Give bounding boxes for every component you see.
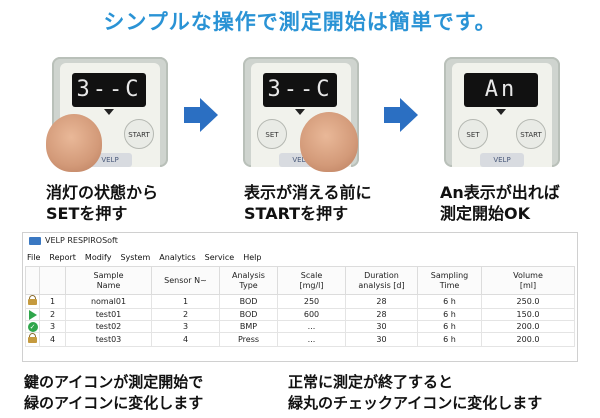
note-lock-icon: 鍵のアイコンが測定開始で 緑のアイコンに変化します [24,372,203,414]
device-panel-3: An SET START VELP [444,57,560,167]
caption-line: 測定開始OK [440,204,531,223]
start-button[interactable]: START [124,119,154,149]
window-title: VELP RESPIROSoft [45,236,118,245]
play-icon [28,309,37,320]
cell-duration: 28 [345,294,418,309]
cell-scale: ... [277,320,346,333]
caption-line: 表示が消える前に [244,183,372,202]
cell-sample-name: nomal01 [65,294,152,309]
cell-sampling-time: 6 h [417,308,482,321]
cell-duration: 30 [345,320,418,333]
cell-sensor: 2 [151,308,220,321]
lock-icon [28,333,37,343]
cell-number: 4 [39,332,66,347]
cell-analysis-type: BOD [219,294,278,309]
cell-volume: 200.0 [481,332,575,347]
table-row[interactable]: ✓ 3 test02 3 BMP ... 30 6 h 200.0 [25,320,575,333]
menu-modify[interactable]: Modify [84,253,112,262]
app-icon [29,237,41,245]
cell-sampling-time: 6 h [417,320,482,333]
menu-report[interactable]: Report [49,253,76,262]
column-header-status[interactable] [25,266,40,295]
device-display: 3--C [72,73,146,107]
menu-system[interactable]: System [120,253,151,262]
caption-line: STARTを押す [244,204,349,223]
finger-pressing-icon [46,114,102,172]
note-line: 正常に測定が終了すると [288,373,454,391]
check-icon: ✓ [27,321,38,332]
cell-analysis-type: BMP [219,320,278,333]
menu-bar: File Report Modify System Analytics Serv… [23,251,577,265]
cell-analysis-type: Press [219,332,278,347]
column-header-volume[interactable]: Volume[ml] [481,266,575,295]
cell-number: 3 [39,320,66,333]
respirosoft-window: VELP RESPIROSoft File Report Modify Syst… [22,232,578,362]
column-header-number[interactable] [39,266,66,295]
cell-sensor: 4 [151,332,220,347]
indicator-arrow-icon [104,109,114,115]
caption-line: 消灯の状態から [46,183,159,202]
page-headline: シンプルな操作で測定開始は簡単です。 [103,10,497,34]
cell-sampling-time: 6 h [417,332,482,347]
cell-volume: 200.0 [481,320,575,333]
table-row[interactable]: 4 test03 4 Press ... 30 6 h 200.0 [25,332,575,347]
cell-sample-name: test02 [65,320,152,333]
indicator-arrow-icon [295,109,305,115]
cell-number: 2 [39,308,66,321]
caption-line: SETを押す [46,204,128,223]
cell-sensor: 1 [151,294,220,309]
cell-number: 1 [39,294,66,309]
note-line: 緑丸のチェックアイコンに変化します [288,394,543,412]
cell-duration: 28 [345,308,418,321]
arrow-right-icon [384,98,418,132]
cell-scale: 600 [277,308,346,321]
lock-icon [28,295,37,305]
indicator-arrow-icon [496,109,506,115]
cell-scale: 250 [277,294,346,309]
status-cell[interactable] [25,332,40,347]
set-button[interactable]: SET [458,119,488,149]
column-header-scale[interactable]: Scale[mg/l] [277,266,346,295]
note-line: 鍵のアイコンが測定開始で [24,373,204,391]
step-caption-2: 表示が消える前に STARTを押す [244,182,372,224]
note-line: 緑のアイコンに変化します [24,394,204,412]
menu-analytics[interactable]: Analytics [159,253,196,262]
status-cell[interactable] [25,308,40,321]
cell-sample-name: test01 [65,308,152,321]
status-cell[interactable]: ✓ [25,320,40,333]
cell-duration: 30 [345,332,418,347]
set-button[interactable]: SET [257,119,287,149]
cell-scale: ... [277,332,346,347]
table-row[interactable]: 2 test01 2 BOD 600 28 6 h 150.0 [25,308,575,321]
device-display: An [464,73,538,107]
brand-label: VELP [480,153,524,167]
table-row[interactable]: 1 nomal01 1 BOD 250 28 6 h 250.0 [25,294,575,309]
menu-help[interactable]: Help [243,253,262,262]
step-caption-3: An表示が出れば 測定開始OK [440,182,560,224]
caption-line: An表示が出れば [440,183,560,202]
start-button[interactable]: START [516,119,546,149]
status-cell[interactable] [25,294,40,309]
cell-sampling-time: 6 h [417,294,482,309]
cell-sample-name: test03 [65,332,152,347]
device-panel-1: 3--C START VELP [52,57,168,167]
cell-volume: 150.0 [481,308,575,321]
menu-file[interactable]: File [27,253,41,262]
cell-analysis-type: BOD [219,308,278,321]
finger-pressing-icon [300,112,358,172]
step-caption-1: 消灯の状態から SETを押す [46,182,158,224]
arrow-right-icon [184,98,218,132]
cell-volume: 250.0 [481,294,575,309]
menu-service[interactable]: Service [204,253,235,262]
note-check-icon: 正常に測定が終了すると 緑丸のチェックアイコンに変化します [288,372,542,414]
column-header-sensor[interactable]: Sensor N~ [151,266,220,295]
device-display: 3--C [263,73,337,107]
cell-sensor: 3 [151,320,220,333]
